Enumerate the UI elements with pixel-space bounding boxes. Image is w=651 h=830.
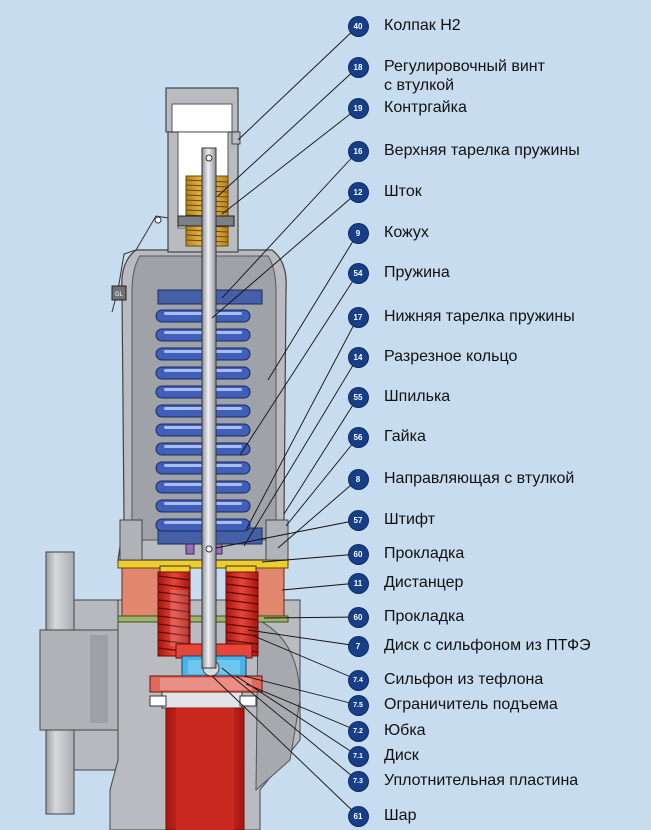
callout-label: Диск bbox=[384, 747, 419, 764]
leader-line bbox=[217, 66, 359, 197]
bellows-fold bbox=[225, 575, 259, 653]
callout-badge: 7 bbox=[348, 636, 368, 656]
seal-wire: GL bbox=[111, 215, 169, 313]
leader-line bbox=[247, 629, 359, 647]
bellows-fold bbox=[157, 575, 191, 653]
callout-label: Пружина bbox=[384, 264, 450, 281]
callout-label-line2: с втулкой bbox=[384, 77, 455, 94]
callout-badge: 19 bbox=[348, 98, 368, 118]
callout-badge: 40 bbox=[348, 16, 368, 36]
callout-label: Разрезное кольцо bbox=[384, 348, 518, 365]
callout-label: Штифт bbox=[384, 511, 436, 528]
callout-label: Направляющая с втулкой bbox=[384, 470, 575, 487]
ptfe-bellows bbox=[157, 571, 259, 657]
callout-badge: 7.1 bbox=[348, 746, 368, 766]
callout-label: Шар bbox=[384, 807, 417, 824]
callout-label: Сильфон из тефлона bbox=[384, 671, 544, 688]
callout-badge: 55 bbox=[348, 387, 368, 407]
callout-badge: 14 bbox=[348, 347, 368, 367]
leader-line bbox=[239, 272, 359, 456]
leader-line bbox=[245, 683, 359, 732]
callout-label: Шток bbox=[384, 183, 422, 200]
callout-label: Регулировочный винт bbox=[384, 58, 545, 75]
leader-line bbox=[221, 667, 359, 782]
callout-label: Гайка bbox=[384, 428, 426, 445]
callout-badge: 16 bbox=[348, 141, 368, 161]
leader-line bbox=[221, 150, 359, 299]
leader-line bbox=[245, 316, 359, 531]
leader-line bbox=[253, 635, 359, 681]
callout-badge: 9 bbox=[348, 223, 368, 243]
leader-line bbox=[211, 191, 359, 319]
leader-line bbox=[281, 582, 359, 591]
callout-badge: 18 bbox=[348, 57, 368, 77]
leader-line bbox=[261, 553, 359, 563]
callout-badge: 7.4 bbox=[348, 670, 368, 690]
callout-label: Ограничитель подъема bbox=[384, 696, 558, 713]
stem bbox=[201, 147, 217, 669]
callout-label: Колпак Н2 bbox=[384, 17, 461, 34]
callout-badge: 7.3 bbox=[348, 771, 368, 791]
callout-badge: 54 bbox=[348, 263, 368, 283]
callout-badge: 60 bbox=[348, 544, 368, 564]
callout-badge: 8 bbox=[348, 469, 368, 489]
callout-label: Шпилька bbox=[384, 388, 451, 405]
callout-label: Верхняя тарелка пружины bbox=[384, 142, 580, 159]
callout-badge: 7.5 bbox=[348, 695, 368, 715]
leader-line bbox=[267, 232, 359, 381]
leader-line bbox=[237, 25, 359, 141]
leader-line bbox=[211, 675, 359, 817]
callout-label: Прокладка bbox=[384, 545, 465, 562]
leader-line bbox=[235, 675, 359, 757]
callout-badge: 7.2 bbox=[348, 721, 368, 741]
callout-badge: 56 bbox=[348, 427, 368, 447]
callout-label: Прокладка bbox=[384, 608, 465, 625]
callout-label: Контргайка bbox=[384, 99, 467, 116]
callout-badge: 17 bbox=[348, 307, 368, 327]
leader-line bbox=[243, 356, 359, 547]
callout-label: Дистанцер bbox=[384, 574, 464, 591]
leader-line bbox=[285, 436, 359, 527]
leader-line bbox=[215, 519, 359, 549]
callout-label: Кожух bbox=[384, 224, 429, 241]
leader-lines bbox=[211, 25, 359, 817]
callout-badge: 57 bbox=[348, 510, 368, 530]
callout-badge: 11 bbox=[348, 573, 368, 593]
callout-label: Уплотнительная пластина bbox=[384, 772, 579, 789]
leader-line bbox=[243, 675, 359, 706]
leader-line bbox=[277, 478, 359, 549]
callout-badge: 61 bbox=[348, 806, 368, 826]
callout-label: Нижняя тарелка пружины bbox=[384, 308, 575, 325]
seal-tag-text: GL bbox=[115, 292, 124, 298]
leader-line bbox=[283, 396, 359, 515]
callout-label: Юбка bbox=[384, 722, 426, 739]
callout-label: Диск с сильфоном из ПТФЭ bbox=[384, 637, 591, 654]
leader-line bbox=[221, 107, 359, 215]
callout-badge: 12 bbox=[348, 182, 368, 202]
callout-badge: 60 bbox=[348, 607, 368, 627]
disc-assembly bbox=[149, 643, 263, 693]
leader-line bbox=[263, 616, 359, 619]
